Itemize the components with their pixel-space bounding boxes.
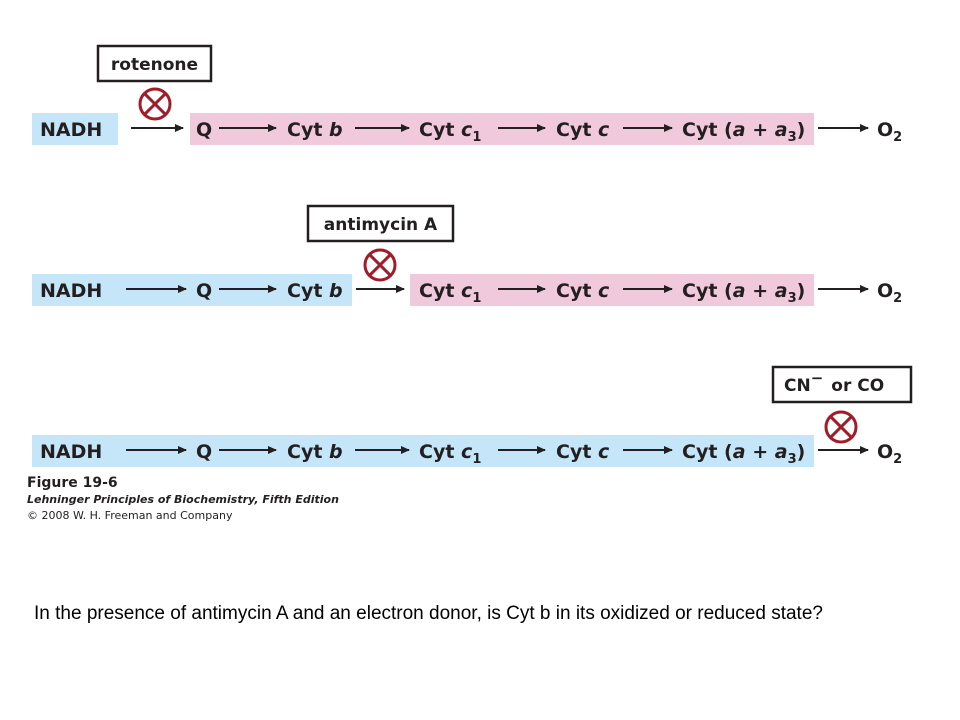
- blue-band: [32, 113, 118, 145]
- inhibitor-box: [306, 204, 455, 243]
- carrier-cytc1: Cyt c1: [419, 441, 481, 467]
- carrier-cytb: Cyt b: [287, 119, 343, 141]
- carrier-cytb: Cyt b: [287, 280, 343, 302]
- carrier-cytaa3: Cyt (a + a3): [682, 119, 805, 145]
- carrier-nadh: NADH: [40, 441, 102, 463]
- carrier-cytb: Cyt b: [287, 441, 343, 463]
- inhibitor-label: antimycin A: [324, 215, 438, 235]
- block-icon: [363, 248, 397, 282]
- inhibitor-label: CN−or CO: [784, 369, 884, 396]
- carrier-cytc1: Cyt c1: [419, 280, 481, 306]
- inhibitor-box: [96, 44, 213, 83]
- carrier-cytc1: Cyt c1: [419, 119, 481, 145]
- book-title: Lehninger Principles of Biochemistry, Fi…: [27, 493, 339, 506]
- block-icon: [824, 410, 858, 444]
- chain-row-cyanide: CN−or CO NADH Q Cyt b Cyt c1 Cyt c Cyt (…: [32, 365, 913, 467]
- carrier-q: Q: [196, 441, 212, 463]
- carrier-nadh: NADH: [40, 280, 102, 302]
- carrier-nadh: NADH: [40, 119, 102, 141]
- carrier-o2: O2: [877, 441, 902, 467]
- inhibitor-label: rotenone: [111, 55, 198, 75]
- pink-band: [410, 274, 814, 306]
- figure-number: Figure 19-6: [27, 475, 118, 491]
- carrier-o2: O2: [877, 119, 902, 145]
- question-text: In the presence of antimycin A and an el…: [34, 603, 823, 624]
- carrier-o2: O2: [877, 280, 902, 306]
- inhibitor-box: [771, 365, 913, 404]
- blue-band: [32, 274, 352, 306]
- carrier-cytaa3: Cyt (a + a3): [682, 280, 805, 306]
- chain-row-antimycin: antimycin A NADH Q Cyt b Cyt c1 Cyt c Cy…: [32, 204, 902, 306]
- carrier-cytc: Cyt c: [556, 280, 610, 302]
- chain-row-rotenone: rotenone NADH Q Cyt b Cyt c1 Cyt c Cyt (…: [32, 44, 902, 145]
- carrier-q: Q: [196, 280, 212, 302]
- block-icon: [138, 87, 172, 121]
- carrier-cytc: Cyt c: [556, 441, 610, 463]
- carrier-cytaa3: Cyt (a + a3): [682, 441, 805, 467]
- carrier-cytc: Cyt c: [556, 119, 610, 141]
- copyright-line: © 2008 W. H. Freeman and Company: [27, 509, 233, 522]
- figure-caption: Figure 19-6 Lehninger Principles of Bioc…: [27, 474, 339, 524]
- carrier-q: Q: [196, 119, 212, 141]
